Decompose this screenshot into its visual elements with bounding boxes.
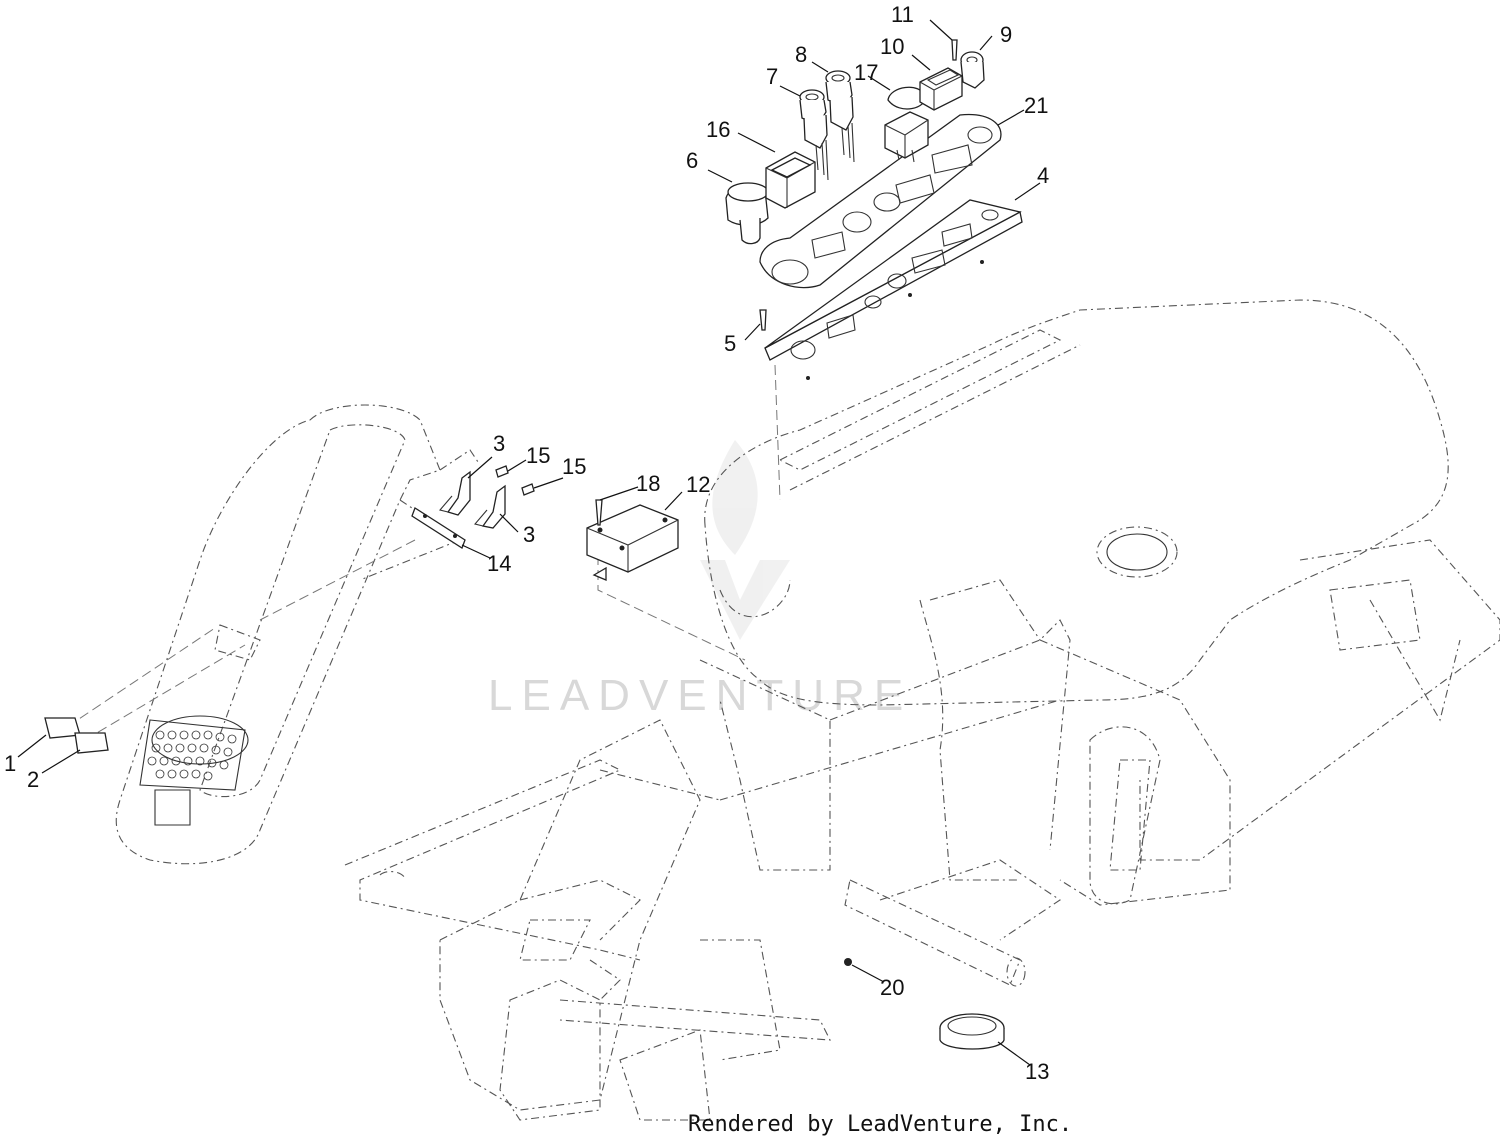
mower-frame-phantom: [54, 299, 1500, 1121]
clip-part-3-lower: [474, 484, 506, 529]
callout-20: 20: [880, 975, 904, 1000]
decal-part-21: [759, 113, 1002, 289]
callout-3-lower: 3: [523, 522, 535, 547]
callout-7: 7: [766, 64, 778, 89]
switch-part-7: [799, 89, 829, 181]
leader-lines: [17, 19, 1041, 1066]
callout-16: 16: [706, 117, 730, 142]
callout-10: 10: [880, 34, 904, 59]
callout-6: 6: [686, 148, 698, 173]
screw-part-15-b: [521, 483, 535, 496]
hour-meter-part-10: [919, 67, 963, 111]
callout-3-upper: 3: [493, 431, 505, 456]
callout-2: 2: [27, 767, 39, 792]
switch-part-8: [825, 70, 855, 163]
key-part-11: [951, 39, 958, 61]
tower-grille: [139, 719, 246, 791]
watermark-text: LEADVENTURE: [488, 671, 912, 720]
callout-17: 17: [854, 60, 878, 85]
callout-9: 9: [1000, 22, 1012, 47]
knob-part-6: [725, 182, 769, 245]
callout-5: 5: [724, 331, 736, 356]
callout-11: 11: [891, 2, 914, 27]
callout-8: 8: [795, 42, 807, 67]
pto-switch-part-17: [884, 86, 929, 163]
screw-part-5: [759, 309, 767, 331]
screw-part-15-a: [495, 465, 509, 478]
callout-13: 13: [1025, 1059, 1049, 1084]
lens-part-2: [74, 732, 109, 754]
callout-21: 21: [1024, 93, 1048, 118]
callout-12: 12: [686, 472, 710, 497]
rocker-switch-part-16: [765, 151, 816, 209]
callout-15-b: 15: [562, 454, 586, 479]
clip-part-3-upper: [439, 470, 471, 516]
grommet-part-13: [939, 1013, 1005, 1050]
callout-4: 4: [1037, 163, 1049, 188]
leadventure-watermark-logo: [700, 440, 790, 640]
callout-1: 1: [4, 751, 16, 776]
rendered-by-footer: Rendered by LeadVenture, Inc.: [688, 1112, 1073, 1137]
callout-18: 18: [636, 471, 660, 496]
callout-15-a: 15: [526, 443, 550, 468]
key-switch-part-9: [960, 51, 985, 89]
module-part-12: [586, 504, 679, 581]
nut-part-20: [844, 958, 852, 966]
plate-part-4: [764, 199, 1023, 380]
callout-14: 14: [487, 551, 511, 576]
bracket-part-14: [411, 507, 466, 549]
